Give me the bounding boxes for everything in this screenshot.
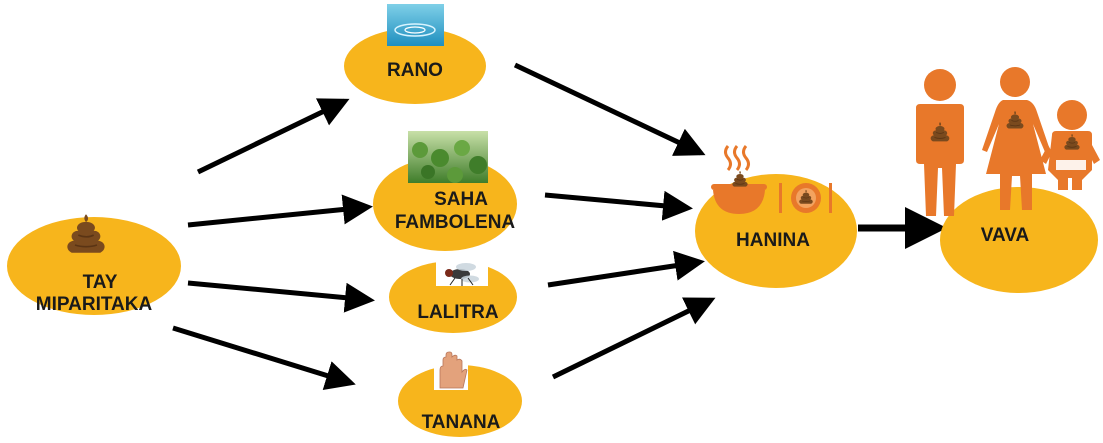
arrow-fly-to-food — [547, 250, 705, 288]
mouth-label: VAVA — [981, 225, 1030, 246]
node-hand: TANANA — [398, 350, 522, 437]
node-mouth: VAVA — [916, 67, 1100, 293]
arrow-source-to-water — [196, 98, 350, 175]
edges — [172, 62, 947, 390]
arrow-field-to-food — [544, 190, 693, 221]
node-fly: LALITRA — [389, 260, 517, 333]
node-water: RANO — [344, 4, 486, 104]
water-photo — [387, 4, 444, 46]
source-label-line2: MIPARITAKA — [36, 294, 153, 315]
food-label: HANINA — [736, 230, 810, 251]
arrow-water-to-food — [513, 62, 706, 156]
fly-label: LALITRA — [417, 302, 499, 323]
fly-photo — [436, 260, 488, 286]
hand-photo — [434, 350, 468, 390]
hand-label: TANANA — [422, 412, 501, 433]
family-icon — [916, 67, 1100, 216]
water-label: RANO — [387, 60, 443, 81]
source-label-line1: TAY — [83, 272, 118, 293]
arrow-source-to-fly — [187, 280, 375, 313]
arrow-source-to-field — [187, 194, 373, 228]
arrow-hand-to-food — [551, 297, 716, 380]
food-icon — [711, 145, 832, 214]
field-label-line1: SAHA — [434, 189, 488, 210]
field-label-line2: FAMBOLENA — [395, 212, 516, 233]
arrow-source-to-hand — [172, 325, 356, 390]
field-photo — [408, 131, 488, 183]
node-food: HANINA — [695, 145, 857, 288]
node-source: TAY MIPARITAKA — [7, 213, 181, 315]
node-field: SAHA FAMBOLENA — [373, 131, 517, 251]
